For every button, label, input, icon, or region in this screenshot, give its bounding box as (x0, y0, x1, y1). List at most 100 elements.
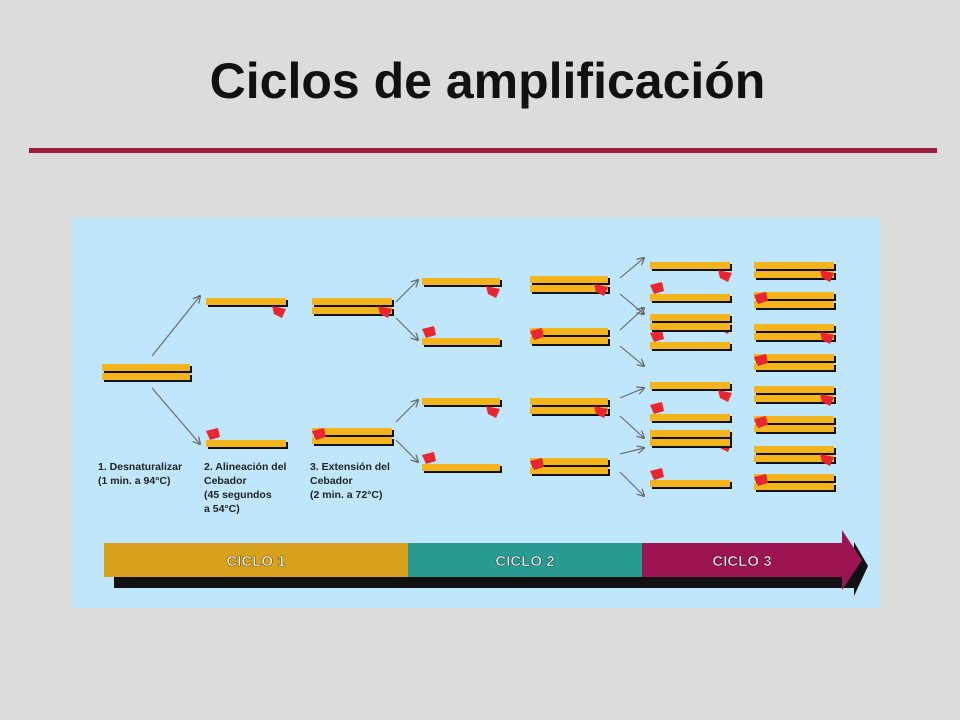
dna-strand (530, 458, 610, 467)
strand-body (206, 440, 286, 447)
dna-strand (312, 428, 394, 437)
cycle-1-label: CICLO 1 (226, 553, 285, 570)
primer (820, 270, 834, 282)
strand-body (754, 455, 834, 462)
strand-body (754, 324, 834, 331)
step-1-line: (1 min. a 94°C) (98, 475, 170, 487)
dna-strand (650, 323, 732, 332)
dna-strand (530, 328, 610, 337)
dna-strand (422, 464, 502, 473)
strand-body (754, 386, 834, 393)
strand-body (530, 398, 608, 405)
dna-strand (754, 324, 836, 333)
primer (650, 282, 664, 294)
dna-strand (754, 395, 836, 404)
strand-body (312, 428, 392, 435)
process-arrow (395, 439, 418, 462)
strand-body (650, 294, 730, 301)
strand-body (754, 271, 834, 278)
strand-body (530, 276, 608, 283)
strand-body (754, 333, 834, 340)
primer (650, 402, 664, 414)
process-arrow (619, 308, 644, 331)
dna-strand (754, 455, 836, 464)
strand-body (754, 416, 834, 423)
process-arrow (151, 387, 200, 444)
process-arrow (619, 345, 644, 366)
cycle-2-label: CICLO 2 (495, 553, 554, 570)
dna-strand (650, 430, 732, 439)
slide-title: Ciclos de amplificación (209, 53, 766, 109)
cycle-2-segment (408, 543, 642, 577)
primer (206, 428, 220, 440)
strand-body (530, 337, 608, 344)
process-arrow (619, 258, 644, 279)
strand-body (312, 437, 392, 444)
strand-body (102, 364, 190, 371)
strand-body (530, 328, 608, 335)
primer (378, 306, 392, 318)
process-arrow (395, 317, 418, 340)
cycle-3-label: CICLO 3 (712, 553, 771, 570)
strand-body (650, 430, 730, 437)
process-arrow (395, 400, 418, 423)
step-2-caption: 2. Alineación del Cebador (45 segundos a… (204, 461, 289, 515)
primer (754, 354, 768, 366)
dna-strand (754, 483, 836, 492)
dna-strand (422, 398, 502, 407)
step-2-line: Cebador (204, 475, 247, 487)
strand-body (650, 342, 730, 349)
strand-body (650, 262, 730, 269)
primer (422, 452, 436, 464)
dna-strand (754, 425, 836, 434)
strand-body (422, 398, 500, 405)
dna-strand (754, 363, 836, 372)
dna-strand (206, 298, 288, 307)
primer (422, 326, 436, 338)
cycle-timeline: CICLO 1 CICLO 2 CICLO 3 (104, 530, 868, 596)
primer (754, 292, 768, 304)
step-1-line: 1. Desnaturalizar (98, 461, 182, 473)
strand-body (312, 307, 392, 314)
primer (650, 330, 664, 342)
strand-body (650, 480, 730, 487)
strand-body (650, 414, 730, 421)
strand-body (754, 262, 834, 269)
dna-strand (754, 292, 836, 301)
dna-strand (650, 262, 732, 271)
primer (754, 474, 768, 486)
dna-strand (650, 439, 732, 448)
dna-strand (422, 338, 502, 347)
dna-strand (530, 398, 610, 407)
primer (650, 468, 664, 480)
strand-body (650, 382, 730, 389)
dna-strand (102, 373, 192, 382)
strand-body (422, 338, 500, 345)
dna-strand (530, 407, 610, 416)
dna-strand (650, 480, 732, 489)
primer (594, 406, 608, 418)
step-2-line: a 54°C) (204, 503, 240, 515)
process-arrow (151, 296, 200, 357)
dna-strand (754, 416, 836, 425)
primer (820, 454, 834, 466)
dna-strand (754, 354, 836, 363)
dna-strand (530, 276, 610, 285)
primer (530, 458, 544, 470)
dna-strand (754, 262, 836, 271)
strand-body (754, 425, 834, 432)
step-3-line: Cebador (310, 475, 353, 487)
dna-strand (422, 278, 502, 287)
strand-body (530, 467, 608, 474)
primer (486, 406, 500, 418)
strand-body (754, 474, 834, 481)
strand-body (422, 464, 500, 471)
strand-body (530, 407, 608, 414)
dna-strand (206, 440, 288, 449)
strand-body (754, 292, 834, 299)
dna-strand (530, 467, 610, 476)
primer (486, 286, 500, 298)
strand-body (754, 363, 834, 370)
strand-body (312, 298, 392, 305)
primer (820, 332, 834, 344)
